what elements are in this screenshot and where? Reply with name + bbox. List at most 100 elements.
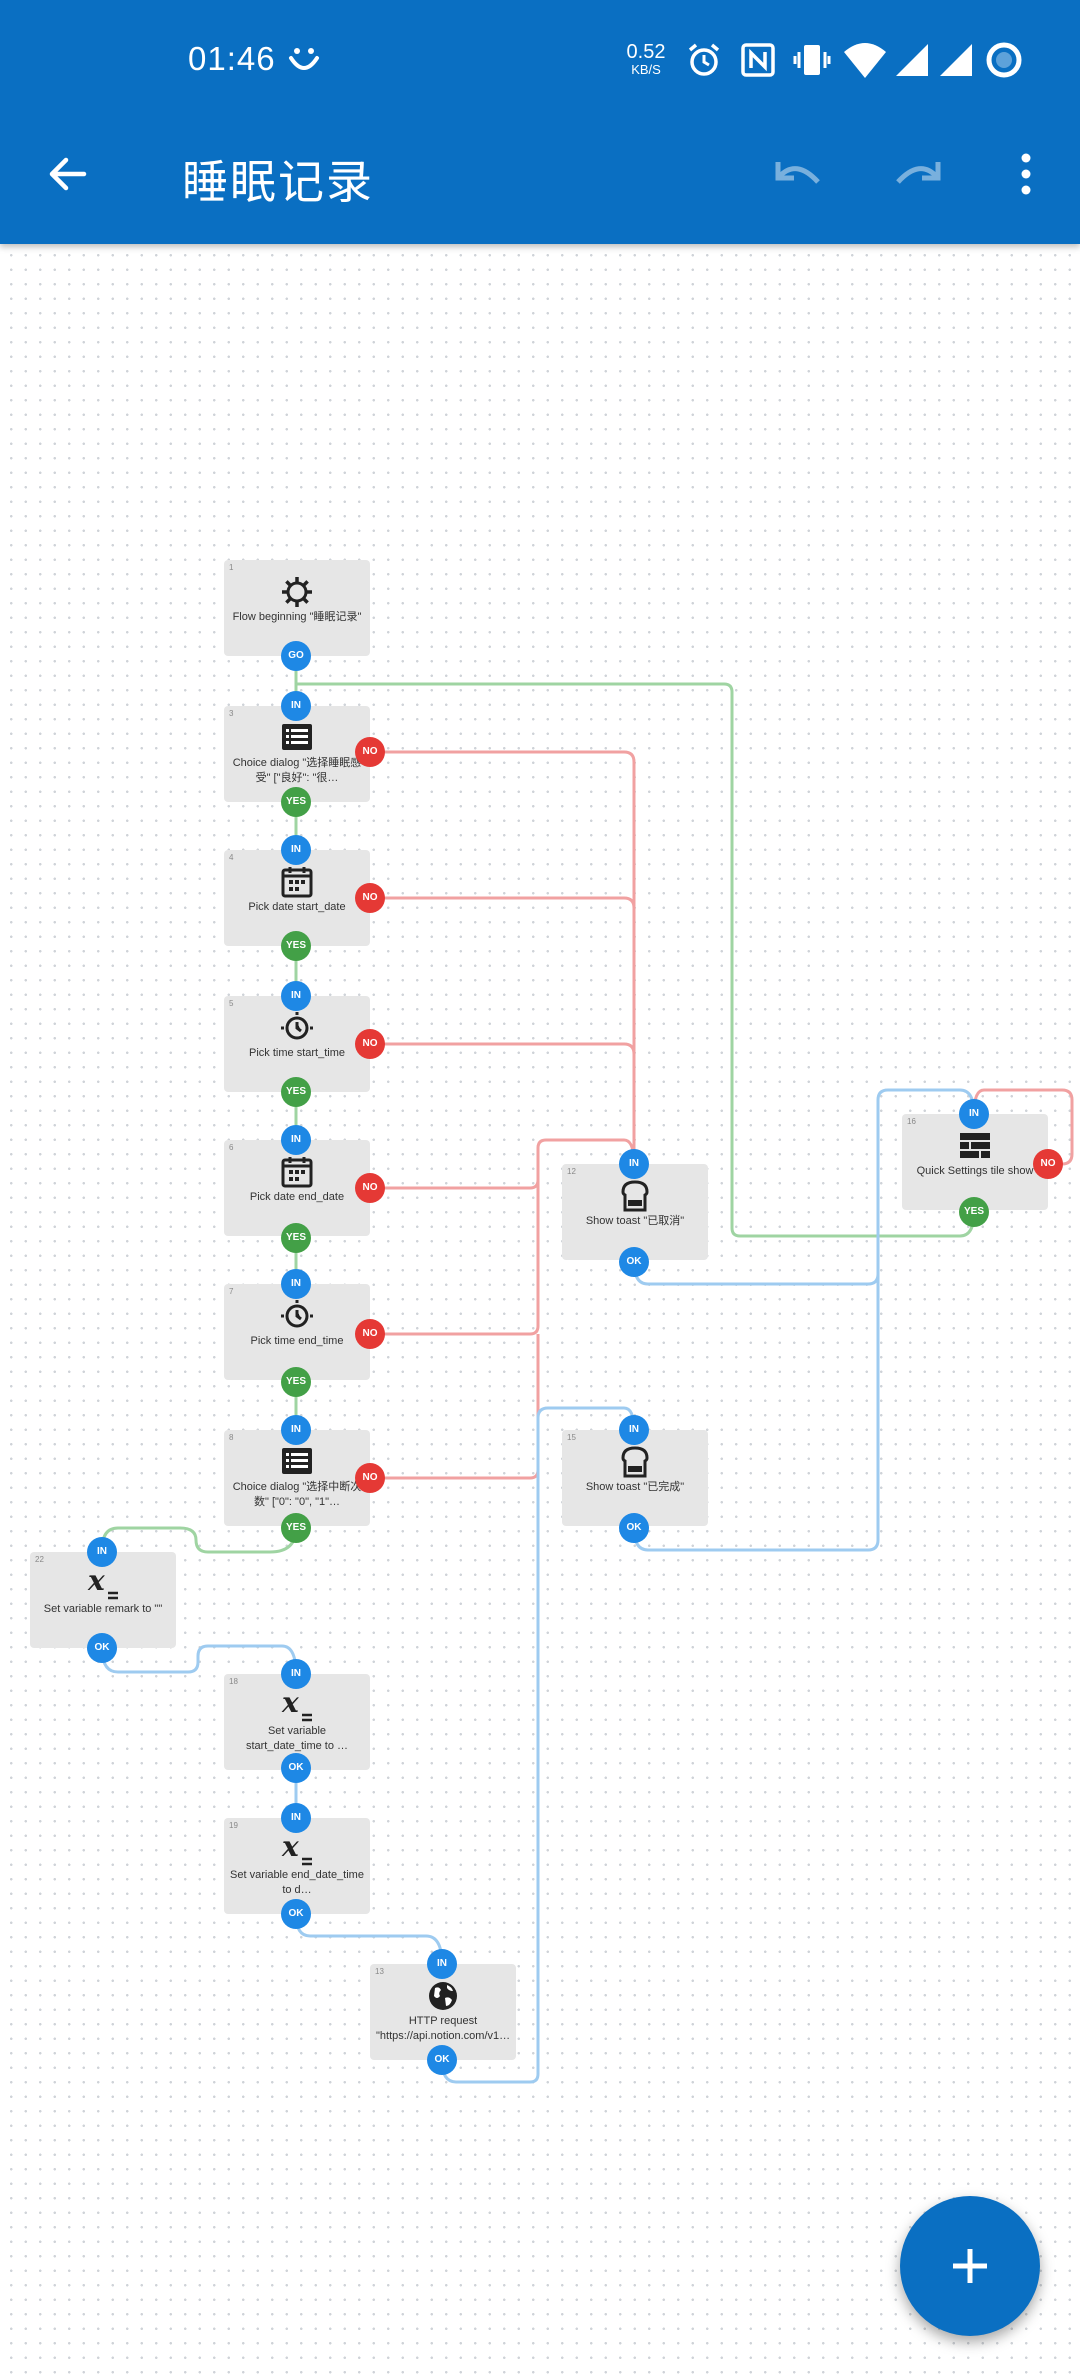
port-no[interactable]: NO: [355, 737, 385, 767]
port-no[interactable]: NO: [355, 883, 385, 913]
port-in[interactable]: IN: [619, 1149, 649, 1179]
more-options-icon[interactable]: [1010, 150, 1042, 198]
flow-node[interactable]: 19 x Set variable end_date_time to d…: [224, 1818, 370, 1914]
port-in[interactable]: IN: [281, 1415, 311, 1445]
net-speed: 0.52 KB/S: [622, 41, 670, 78]
port-yes[interactable]: YES: [281, 1223, 311, 1253]
add-block-button[interactable]: [900, 2196, 1040, 2336]
node-label: Pick time start_time: [249, 1047, 345, 1059]
flow-node[interactable]: 13 HTTP request "https://api.notion.com/…: [370, 1964, 516, 2060]
port-in[interactable]: IN: [281, 1125, 311, 1155]
port-yes[interactable]: YES: [281, 787, 311, 817]
port-yes[interactable]: YES: [281, 931, 311, 961]
undo-icon[interactable]: [770, 152, 826, 196]
battery-ring-icon: [986, 42, 1022, 78]
flow-node[interactable]: 22 x Set variable remark to "": [30, 1552, 176, 1648]
toast-icon: [621, 1180, 649, 1212]
port-yes[interactable]: YES: [959, 1197, 989, 1227]
node-id: 6: [229, 1143, 234, 1152]
node-id: 12: [567, 1167, 576, 1176]
port-yes[interactable]: YES: [281, 1513, 311, 1543]
port-in[interactable]: IN: [281, 1659, 311, 1689]
node-id: 15: [567, 1433, 576, 1442]
clock-icon: [281, 1300, 313, 1328]
port-in[interactable]: IN: [281, 691, 311, 721]
flow-node[interactable]: 7 Pick time end_time: [224, 1284, 370, 1380]
calendar-icon: [281, 1157, 313, 1188]
port-no[interactable]: NO: [1033, 1149, 1063, 1179]
flow-node[interactable]: 3 Choice dialog "选择睡眠感受" ["良好": "很…: [224, 706, 370, 802]
back-arrow-icon[interactable]: [44, 150, 92, 198]
port-in[interactable]: IN: [281, 1269, 311, 1299]
variable-icon: x: [281, 1832, 312, 1866]
node-label: Show toast "已取消": [585, 1215, 685, 1227]
port-no[interactable]: NO: [355, 1319, 385, 1349]
flow-node[interactable]: 5 Pick time start_time: [224, 996, 370, 1092]
node-label: Set variable start_date_time to …: [245, 1725, 349, 1752]
gear-icon: [282, 577, 312, 607]
flow-node[interactable]: 8 Choice dialog "选择中断次数" ["0": "0", "1"…: [224, 1430, 370, 1526]
port-ok[interactable]: OK: [281, 1899, 311, 1929]
tile-icon: [960, 1133, 990, 1158]
flow-node[interactable]: 6 Pick date end_date: [224, 1140, 370, 1236]
port-ok[interactable]: OK: [87, 1633, 117, 1663]
node-label: Quick Settings tile show: [916, 1165, 1034, 1177]
nfc-icon: [741, 43, 775, 77]
svg-text:x: x: [281, 1832, 299, 1863]
node-id: 13: [375, 1967, 384, 1976]
port-yes[interactable]: YES: [281, 1077, 311, 1107]
node-id: 4: [229, 853, 234, 862]
flow-node[interactable]: 15 Show toast "已完成": [562, 1430, 708, 1526]
port-go[interactable]: GO: [281, 641, 311, 671]
port-in[interactable]: IN: [427, 1949, 457, 1979]
node-id: 8: [229, 1433, 234, 1442]
port-in[interactable]: IN: [281, 981, 311, 1011]
list-icon: [282, 724, 312, 750]
port-in[interactable]: IN: [281, 835, 311, 865]
page-title: 睡眠记录: [182, 156, 374, 208]
redo-icon[interactable]: [890, 152, 946, 196]
list-icon: [282, 1448, 312, 1474]
port-in[interactable]: IN: [87, 1537, 117, 1567]
node-id: 5: [229, 999, 234, 1008]
node-id: 16: [907, 1117, 916, 1126]
port-in[interactable]: IN: [281, 1803, 311, 1833]
node-label: Pick date end_date: [249, 1191, 345, 1203]
port-no[interactable]: NO: [355, 1173, 385, 1203]
signal-2-icon: [940, 44, 972, 76]
svg-text:x: x: [87, 1566, 105, 1597]
flow-node[interactable]: 1 Flow beginning "睡眠记录": [224, 560, 370, 656]
node-label: Choice dialog "选择睡眠感受" ["良好": "很…: [232, 757, 362, 784]
smiley-icon: [289, 48, 319, 70]
port-ok[interactable]: OK: [427, 2045, 457, 2075]
flow-node[interactable]: 4 Pick date start_date: [224, 850, 370, 946]
node-label: Pick date start_date: [248, 901, 346, 913]
node-label: Show toast "已完成": [585, 1481, 685, 1493]
status-time: 01:46: [188, 40, 276, 77]
port-in[interactable]: IN: [619, 1415, 649, 1445]
globe-icon: [429, 1982, 457, 2010]
net-speed-unit: KB/S: [631, 62, 661, 77]
port-ok[interactable]: OK: [619, 1513, 649, 1543]
signal-icon: [896, 44, 928, 76]
port-in[interactable]: IN: [959, 1099, 989, 1129]
node-id: 18: [229, 1677, 238, 1686]
net-speed-value: 0.52: [626, 41, 666, 63]
port-no[interactable]: NO: [355, 1029, 385, 1059]
flow-node[interactable]: 16 Quick Settings tile show: [902, 1114, 1048, 1210]
flow-node[interactable]: 12 Show toast "已取消": [562, 1164, 708, 1260]
port-no[interactable]: NO: [355, 1463, 385, 1493]
port-ok[interactable]: OK: [619, 1247, 649, 1277]
port-ok[interactable]: OK: [281, 1753, 311, 1783]
toast-icon: [621, 1446, 649, 1478]
app-bar: 01:46 0.52 KB/S 睡眠记录: [0, 0, 1080, 244]
node-id: 1: [229, 563, 234, 572]
node-label: Set variable end_date_time to d…: [230, 1869, 364, 1896]
port-yes[interactable]: YES: [281, 1367, 311, 1397]
node-label: Set variable remark to "": [43, 1603, 163, 1615]
variable-icon: x: [87, 1566, 118, 1600]
node-id: 3: [229, 709, 234, 718]
alarm-icon: [688, 43, 720, 76]
clock-icon: [281, 1012, 313, 1040]
